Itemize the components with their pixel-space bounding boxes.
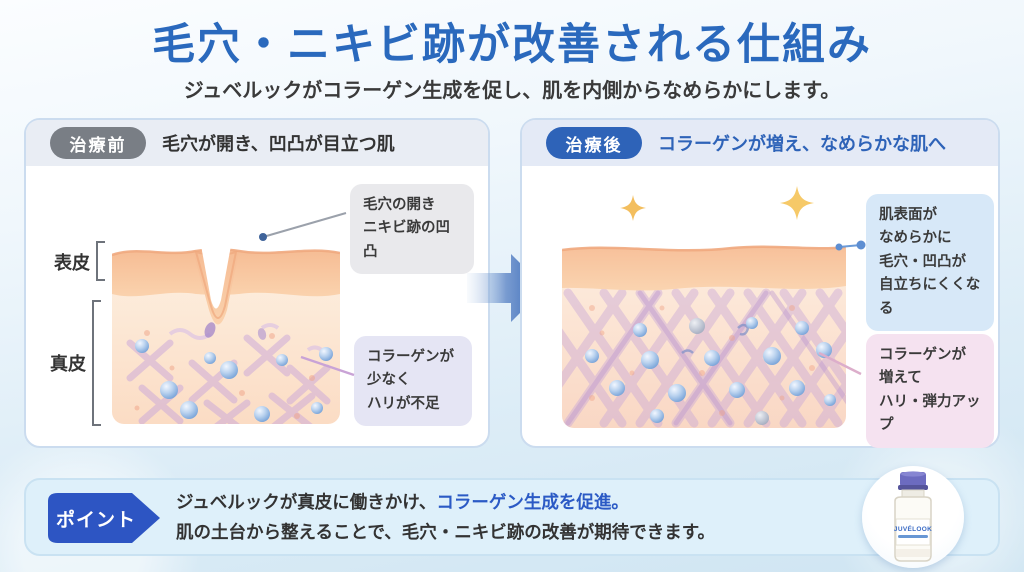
callout-line: ハリ・弾力アップ xyxy=(879,393,981,434)
collagen-mesh-after xyxy=(562,288,846,428)
callout-line: ハリが不足 xyxy=(367,395,440,412)
callout-line: 少なく xyxy=(367,372,411,389)
sparkle-icon xyxy=(620,195,646,221)
callout-line: 毛穴・凹凸が xyxy=(879,253,966,270)
point-text: ジュベルックが真皮に働きかけ、コラーゲン生成を促進。 肌の土台から整えることで、… xyxy=(176,480,856,554)
collagen-mesh-accent xyxy=(565,290,846,426)
vial-label: JUVÉLOOK xyxy=(894,524,932,533)
epidermis-layer-before xyxy=(112,240,340,325)
dermis-label: 真皮 xyxy=(50,354,86,374)
vial-icon: JUVÉLOOK xyxy=(894,471,932,562)
vial-circle: JUVÉLOOK xyxy=(862,466,964,568)
after-panel: 治療後 コラーゲンが増え、なめらかな肌へ xyxy=(520,118,1000,448)
dermis-dots-after xyxy=(589,305,815,416)
fiber-wisps-after xyxy=(681,323,750,354)
dermis-dots-before xyxy=(134,330,315,419)
point-line-1: ジュベルックが真皮に働きかけ、コラーゲン生成を促進。 xyxy=(176,487,856,517)
point-badge: ポイント xyxy=(48,493,160,543)
before-heading: 毛穴が開き、凹凸が目立つ肌 xyxy=(162,134,395,154)
epidermis-label: 表皮 xyxy=(54,253,90,273)
callout-pore-opening: 毛穴の開き ニキビ跡の凹凸 xyxy=(350,184,474,275)
dermis-layer-after xyxy=(562,270,846,428)
point-line-2: 肌の土台から整えることで、毛穴・ニキビ跡の改善が期待できます。 xyxy=(176,522,715,542)
collagen-spheres-before xyxy=(135,339,333,422)
point-badge-label: ポイント xyxy=(55,509,136,531)
dermis-bracket xyxy=(92,300,101,426)
point-line1-highlight: コラーゲン生成を促進。 xyxy=(436,491,629,512)
cell-blobs-before xyxy=(204,322,267,340)
point-panel: ポイント ジュベルックが真皮に働きかけ、コラーゲン生成を促進。 肌の土台から整え… xyxy=(24,466,1000,568)
callout-line: コラーゲンが xyxy=(879,347,966,363)
callout-line: 毛穴の開き xyxy=(363,197,436,213)
collagen-spheres-after xyxy=(585,317,836,425)
callout-line: 肌表面が xyxy=(879,207,937,223)
before-panel: 治療前 毛穴が開き、凹凸が目立つ肌 xyxy=(24,118,490,448)
epidermis-layer-after xyxy=(562,245,846,291)
page-subtitle: ジュベルックがコラーゲン生成を促し、肌を内側からなめらかにします。 xyxy=(183,80,841,102)
callout-line: ニキビ跡の凹凸 xyxy=(363,220,450,260)
pore-crater xyxy=(200,240,232,309)
callout-line: 増えて xyxy=(879,370,922,387)
callout-line: 自立ちにくくなる xyxy=(879,277,981,317)
after-panel-header: 治療後 コラーゲンが増え、なめらかな肌へ xyxy=(522,120,998,166)
callout-collagen-lack: コラーゲンが 少なく ハリが不足 xyxy=(354,336,472,427)
after-badge: 治療後 xyxy=(546,127,642,159)
callout-collagen-increase: コラーゲンが 増えて ハリ・弾力アップ xyxy=(866,334,994,448)
point-badge-shape xyxy=(48,493,160,543)
before-badge: 治療前 xyxy=(50,127,146,159)
skin-diagram-after xyxy=(562,245,846,428)
skin-diagram-before xyxy=(112,240,340,424)
callout-line: なめらかに xyxy=(879,230,952,247)
callout-smooth-surface: 肌表面が なめらかに 毛穴・凹凸が 自立ちにくくなる xyxy=(866,194,994,332)
sparkle-icon xyxy=(779,185,815,221)
callout-line: コラーゲンが xyxy=(367,349,454,365)
after-heading: コラーゲンが増え、なめらかな肌へ xyxy=(658,134,946,154)
epidermis-bracket xyxy=(96,241,105,281)
before-panel-header: 治療前 毛穴が開き、凹凸が目立つ肌 xyxy=(26,120,488,166)
page-title: 毛穴・ニキビ跡が改善される仕組み xyxy=(152,21,872,69)
point-line1-pre: ジュベルックが真皮に働きかけ、 xyxy=(176,491,437,512)
